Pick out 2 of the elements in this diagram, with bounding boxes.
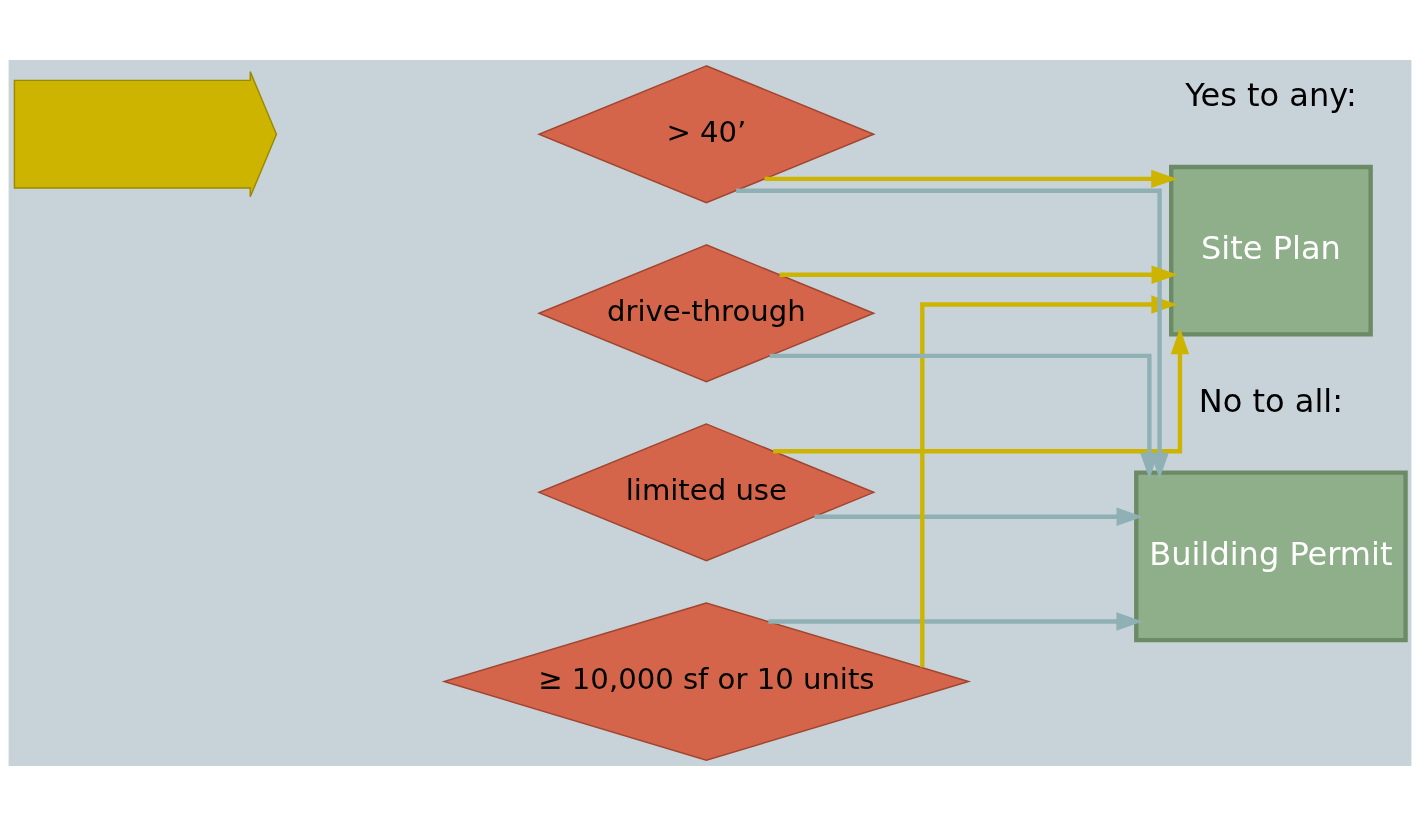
label: Yes to any:: [1185, 75, 1357, 114]
label: No to all:: [1198, 381, 1344, 420]
